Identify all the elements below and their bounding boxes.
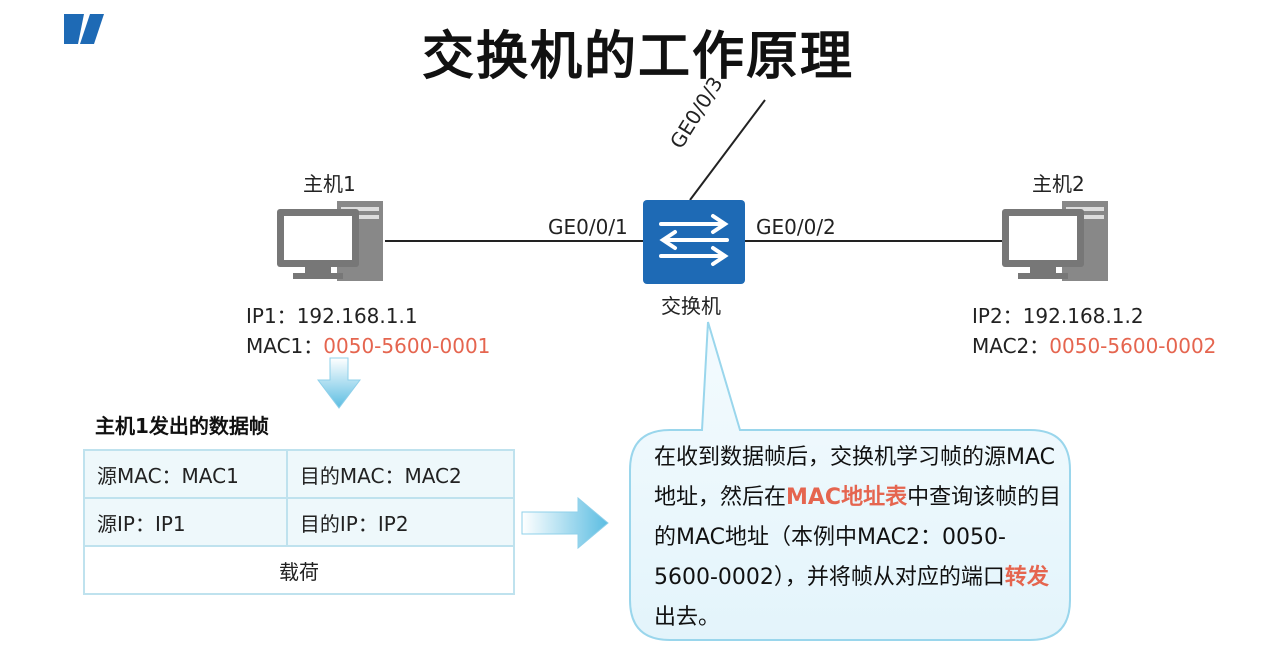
switch-device	[643, 200, 745, 284]
frame-payload: 载荷	[83, 545, 515, 595]
frame-dst-ip: 目的IP：IP2	[285, 497, 516, 547]
switch-arrows-icon	[659, 214, 729, 266]
callout-highlight-mac-table: MAC地址表	[786, 485, 908, 510]
host1-ip: IP1：192.168.1.1	[246, 300, 418, 329]
host2-mac: MAC2：0050-5600-0002	[972, 330, 1216, 359]
page-title: 交换机的工作原理	[421, 27, 854, 87]
desktop-computer-icon	[1002, 201, 1108, 281]
host1-name: 主机1	[303, 172, 356, 196]
frame-caption: 主机1发出的数据帧	[95, 414, 269, 438]
host1-mac-label: MAC1：	[246, 334, 324, 358]
table-row: 载荷	[83, 545, 515, 595]
host2-name: 主机2	[1032, 172, 1085, 196]
table-row: 源IP：IP1 目的IP：IP2	[83, 497, 516, 547]
callout-part2: 中查询该帧的目的MAC地址（本例中MAC2：0050-5600-0002），并将…	[654, 485, 1062, 590]
host2-ip: IP2：192.168.1.2	[972, 300, 1144, 329]
link-uplink	[689, 99, 766, 201]
callout-text: 在收到数据帧后，交换机学习帧的源MAC地址，然后在MAC地址表中查询该帧的目的M…	[654, 438, 1064, 638]
callout-highlight-forward: 转发	[1004, 565, 1049, 590]
host2-mac-value: 0050-5600-0002	[1049, 334, 1217, 358]
frame-src-ip: 源IP：IP1	[83, 497, 288, 547]
frame-dst-mac: 目的MAC：MAC2	[285, 449, 516, 499]
host1-ip-label: IP1：	[246, 304, 297, 328]
switch-label: 交换机	[661, 294, 721, 318]
callout-part1: 在收到数据帧后，交换机学习帧的源MAC地址，然后在	[654, 445, 1056, 510]
host1-mac-value: 0050-5600-0001	[323, 334, 491, 358]
port-label-left: GE0/0/1	[548, 215, 628, 239]
host2-ip-value: 192.168.1.2	[1022, 304, 1144, 328]
host1-ip-value: 192.168.1.1	[296, 304, 418, 328]
desktop-computer-icon	[277, 201, 383, 281]
frame-table: 源MAC：MAC1 目的MAC：MAC2 源IP：IP1 目的IP：IP2 载荷	[83, 449, 516, 595]
logo-icon	[64, 14, 104, 44]
frame-src-mac: 源MAC：MAC1	[83, 449, 288, 499]
host2-mac-label: MAC2：	[972, 334, 1050, 358]
callout-part3: 出去。	[654, 605, 721, 630]
right-arrow-icon	[521, 496, 609, 550]
port-label-right: GE0/0/2	[756, 215, 836, 239]
host2-ip-label: IP2：	[972, 304, 1023, 328]
host1-mac: MAC1：0050-5600-0001	[246, 330, 490, 359]
table-row: 源MAC：MAC1 目的MAC：MAC2	[83, 449, 516, 499]
down-arrow-icon	[317, 357, 361, 409]
